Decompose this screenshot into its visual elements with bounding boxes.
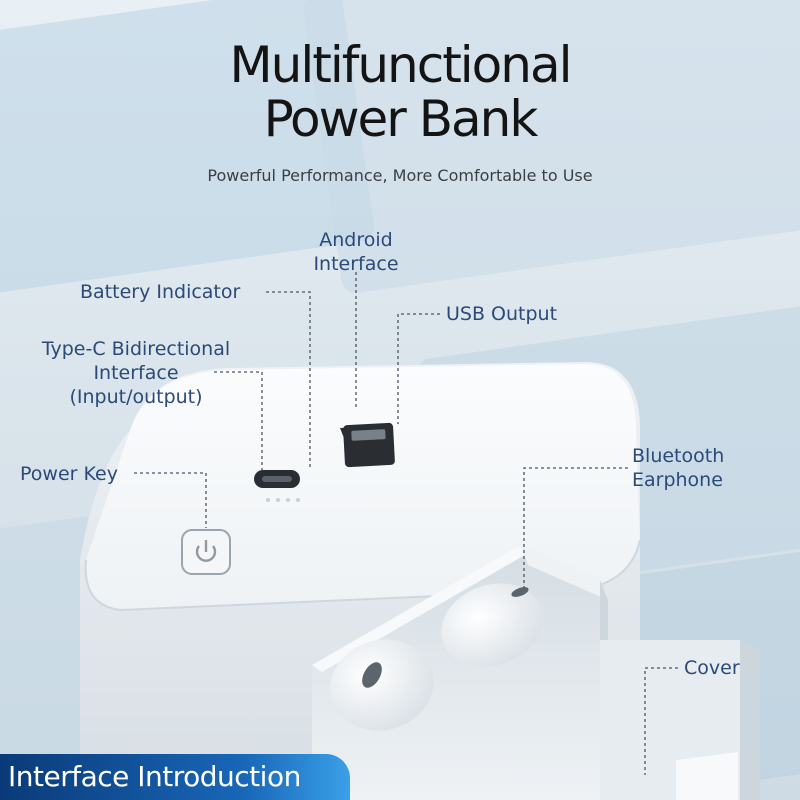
label-battery-indicator: Battery Indicator xyxy=(80,281,241,303)
usb-output-port xyxy=(343,422,395,468)
cover xyxy=(600,640,760,800)
label-type-c-line3: (Input/output) xyxy=(69,386,203,408)
type-c-port xyxy=(254,470,300,488)
bluetooth-earphone-right xyxy=(441,583,543,667)
label-type-c: Type-C Bidirectional Interface (Input/ou… xyxy=(20,337,252,409)
label-cover: Cover xyxy=(684,657,740,679)
leader-cover xyxy=(644,667,678,775)
leader-usb xyxy=(397,313,440,424)
label-type-c-line1: Type-C Bidirectional xyxy=(41,338,231,360)
page-subtitle: Powerful Performance, More Comfortable t… xyxy=(207,166,593,185)
battery-indicator-leds xyxy=(266,498,300,502)
label-usb-output: USB Output xyxy=(446,303,558,325)
page-title-line1: Multifunctional xyxy=(229,36,573,94)
page-title: Multifunctional Power Bank xyxy=(0,38,800,146)
label-type-c-line2: Interface xyxy=(93,362,179,384)
power-key xyxy=(181,529,231,575)
label-android-line1: Android xyxy=(319,229,393,251)
page-title-line2: Power Bank xyxy=(263,90,539,148)
section-banner-label: Interface Introduction xyxy=(8,760,301,793)
leader-lines xyxy=(134,272,678,775)
leader-power-key xyxy=(134,472,207,528)
label-power-key: Power Key xyxy=(20,463,118,485)
section-banner: Interface Introduction xyxy=(0,754,350,800)
label-bluetooth-earphone: Bluetooth Earphone xyxy=(632,444,724,492)
leader-earphone xyxy=(523,467,628,590)
leader-battery xyxy=(266,291,311,470)
label-android-interface: Android Interface xyxy=(306,228,406,276)
label-bluetooth-line1: Bluetooth xyxy=(632,445,725,467)
leader-type-c xyxy=(214,371,263,470)
bluetooth-earphone-left xyxy=(330,639,434,731)
label-android-line2: Interface xyxy=(313,253,399,275)
label-bluetooth-line2: Earphone xyxy=(632,469,723,491)
